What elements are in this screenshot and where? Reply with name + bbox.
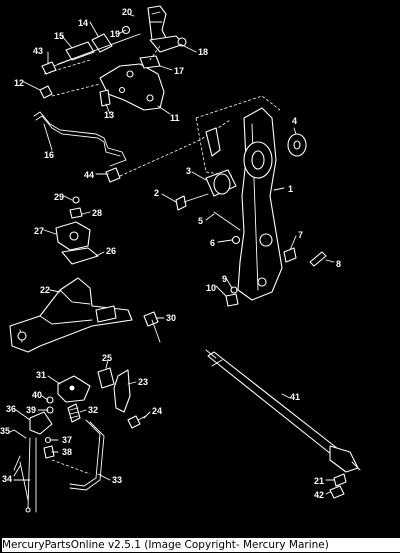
part-16-shift-rod — [33, 111, 127, 167]
part-pivot-cylinder — [205, 127, 221, 157]
leader-lines — [9, 13, 335, 495]
callout-42: 42 — [314, 490, 324, 500]
part-17-roller — [139, 55, 161, 69]
callout-12: 12 — [14, 78, 24, 88]
main-lever-group — [175, 95, 327, 307]
callout-29: 29 — [54, 192, 64, 202]
callout-21: 21 — [314, 476, 324, 486]
shift-cable-group — [205, 349, 361, 499]
part-14-bushing — [91, 33, 113, 53]
part-26-plate — [61, 247, 99, 265]
callout-22: 22 — [40, 285, 50, 295]
callout-36: 36 — [6, 404, 16, 414]
callout-23: 23 — [138, 377, 148, 387]
callout-17: 17 — [174, 66, 184, 76]
callout-35: 35 — [0, 426, 10, 436]
callout-43: 43 — [33, 46, 43, 56]
callout-20: 20 — [122, 7, 132, 17]
callout-33: 33 — [112, 475, 122, 485]
callout-5: 5 — [198, 216, 203, 226]
callout-labels: 20 19 14 15 43 18 17 12 13 11 16 44 4 3 … — [0, 7, 341, 500]
callout-28: 28 — [92, 208, 102, 218]
callout-11: 11 — [170, 113, 180, 123]
part-2-bolt — [175, 195, 187, 211]
part-34-rods — [13, 437, 37, 513]
callout-40: 40 — [32, 390, 42, 400]
part-38-clip — [43, 445, 55, 459]
callout-38: 38 — [62, 447, 72, 457]
part-44-clip — [105, 167, 121, 183]
part-41-shift-cable — [207, 351, 343, 459]
callout-15: 15 — [54, 31, 64, 41]
part-23-clip — [113, 369, 131, 413]
callout-8: 8 — [336, 259, 341, 269]
part-1-shift-lever — [237, 107, 283, 301]
callout-3: 3 — [186, 166, 191, 176]
callout-1: 1 — [288, 184, 293, 194]
callout-16: 16 — [44, 150, 54, 160]
part-42-screw — [329, 485, 345, 499]
callout-30: 30 — [166, 313, 176, 323]
callout-9: 9 — [222, 274, 227, 284]
callout-24: 24 — [152, 406, 162, 416]
callout-44: 44 — [84, 170, 94, 180]
part-33-link-rod — [69, 419, 101, 487]
callout-19: 19 — [110, 29, 120, 39]
lower-linkage-group — [13, 367, 147, 513]
callout-31: 31 — [36, 370, 46, 380]
part-15-sleeve — [65, 41, 95, 61]
part-5-pin — [213, 211, 241, 231]
callout-39: 39 — [26, 405, 36, 415]
part-28-washer — [69, 207, 83, 219]
callout-7: 7 — [298, 230, 303, 240]
part-12-bolt — [39, 85, 53, 99]
callout-27: 27 — [34, 226, 44, 236]
callout-18: 18 — [198, 47, 208, 57]
callout-32: 32 — [88, 405, 98, 415]
callout-14: 14 — [78, 18, 88, 28]
part-10-nut — [225, 293, 239, 307]
callout-41: 41 — [290, 392, 300, 402]
bracket-group — [9, 196, 161, 353]
part-13-stud — [99, 89, 111, 107]
part-30-bolt — [143, 311, 159, 327]
part-9-washer — [230, 286, 238, 294]
callout-13: 13 — [104, 110, 114, 120]
callout-26: 26 — [106, 246, 116, 256]
upper-linkage-group — [33, 5, 231, 183]
copyright-caption: MercuryPartsOnline v2.5.1 (Image Copyrig… — [2, 538, 400, 552]
callout-25: 25 — [102, 353, 112, 363]
part-8-screw — [309, 251, 327, 267]
part-24-screw — [127, 415, 141, 429]
callout-2: 2 — [154, 188, 159, 198]
part-40-nut — [46, 396, 54, 404]
part-36-stud — [29, 411, 53, 435]
part-21-nut — [333, 473, 347, 487]
part-25-bushing — [97, 367, 115, 389]
callout-6: 6 — [210, 238, 215, 248]
callout-4: 4 — [292, 116, 297, 126]
callout-37: 37 — [62, 435, 72, 445]
part-6-washer — [231, 235, 241, 245]
part-35-pin — [13, 429, 27, 439]
callout-34: 34 — [2, 474, 12, 484]
callout-10: 10 — [206, 283, 216, 293]
